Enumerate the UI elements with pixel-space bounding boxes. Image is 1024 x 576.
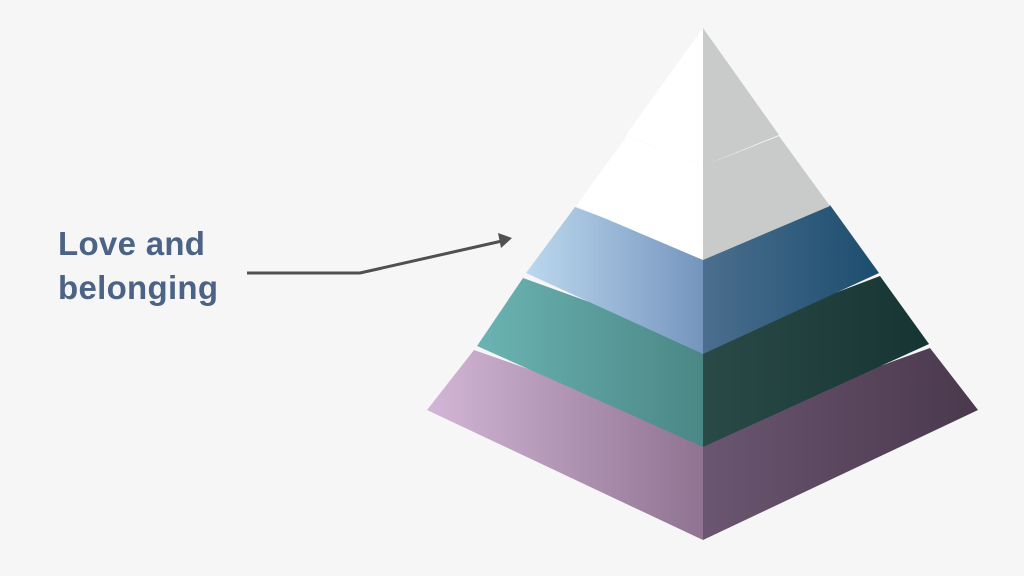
tier-4-left-face xyxy=(477,278,703,447)
tier-1-left-face xyxy=(626,28,703,166)
arrowhead-icon xyxy=(498,233,512,248)
tier-4-right-face xyxy=(703,276,929,447)
tier-2-left-face xyxy=(576,136,703,260)
tier-1-top xyxy=(626,28,779,166)
callout-arrow xyxy=(247,233,512,275)
tier-3-highlighted xyxy=(526,205,879,354)
tier-5-left-face xyxy=(427,350,703,540)
callout-label-line-1: Love and xyxy=(58,225,206,262)
callout-label-line-2: belonging xyxy=(58,269,219,306)
arrow-line xyxy=(247,239,503,275)
tier-3-left-face xyxy=(526,207,703,354)
tier-2 xyxy=(576,136,830,260)
tier-2-right-face xyxy=(703,136,830,260)
tier-3-right-face xyxy=(703,205,879,354)
tier-1-right-face xyxy=(703,28,779,166)
callout-label: Love and belonging xyxy=(58,222,218,310)
tier-4 xyxy=(477,276,929,447)
tier-5-base xyxy=(427,348,978,540)
tier-5-right-face xyxy=(703,348,978,540)
